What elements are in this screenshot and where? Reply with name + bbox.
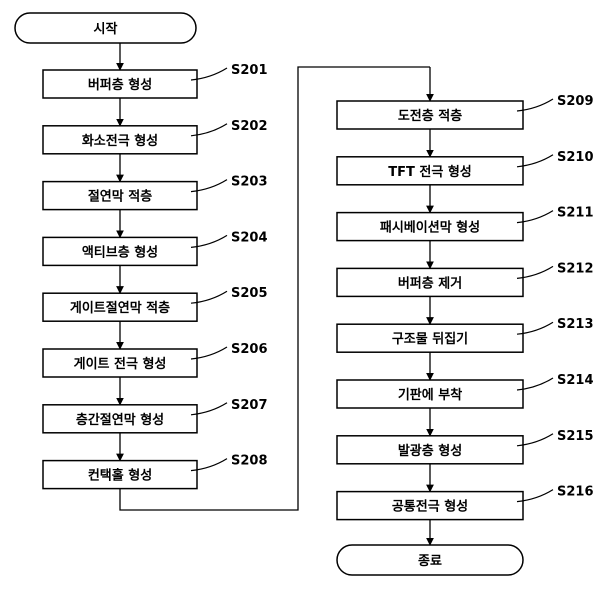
process-label: 화소전극 형성: [82, 133, 158, 149]
process-box-s211: 패시베이션막 형성 S211: [337, 206, 594, 241]
process-label: 버퍼층 제거: [398, 275, 462, 291]
process-box-s207: 층간절연막 형성 S207: [43, 398, 268, 433]
step-number-label: S204: [231, 230, 268, 245]
process-box-s208: 컨택홀 형성 S208: [43, 454, 268, 489]
step-number-label: S213: [557, 317, 594, 332]
process-box-s214: 기판에 부착 S214: [337, 373, 594, 408]
step-number-label: S208: [231, 454, 268, 469]
process-label: 공통전극 형성: [392, 499, 468, 515]
step-number-label: S207: [231, 398, 268, 413]
process-label: 게이트절연막 적층: [70, 300, 170, 316]
step-number-label: S206: [231, 342, 268, 357]
step-number-label: S203: [231, 175, 268, 190]
process-label: 기판에 부착: [398, 387, 462, 403]
step-number-label: S201: [231, 63, 268, 78]
process-label: 도전층 적층: [398, 108, 462, 124]
process-label: 게이트 전극 형성: [74, 356, 167, 372]
process-label: 발광층 형성: [398, 443, 462, 459]
step-number-label: S210: [557, 150, 594, 165]
process-box-s201: 버퍼층 형성 S201: [43, 63, 268, 98]
step-number-label: S214: [557, 373, 594, 388]
process-box-s215: 발광층 형성 S215: [337, 429, 594, 464]
nodes: 시작버퍼층 형성 S201 화소전극 형성 S202 절연막 적층 S203 액티브층 형성…: [15, 13, 594, 575]
end-terminal-label: 종료: [418, 554, 442, 569]
process-label: 구조물 뒤집기: [392, 332, 468, 347]
process-label: 절연막 적층: [88, 189, 152, 205]
process-label: 패시베이션막 형성: [380, 220, 480, 236]
process-box-s213: 구조물 뒤집기 S213: [337, 317, 594, 352]
process-box-s204: 액티브층 형성 S204: [43, 230, 268, 265]
end-terminal: 종료: [337, 545, 523, 575]
process-label: 층간절연막 형성: [76, 412, 164, 428]
process-label: TFT 전극 형성: [388, 164, 472, 180]
process-box-s216: 공통전극 형성 S216: [337, 485, 594, 520]
step-number-label: S211: [557, 206, 594, 221]
process-box-s212: 버퍼층 제거 S212: [337, 261, 594, 296]
step-number-label: S215: [557, 429, 594, 444]
process-box-s205: 게이트절연막 적층 S205: [43, 286, 268, 321]
step-number-label: S205: [231, 286, 268, 301]
step-number-label: S216: [557, 485, 594, 500]
step-number-label: S209: [557, 94, 594, 109]
step-number-label: S212: [557, 261, 594, 276]
step-number-label: S202: [231, 119, 268, 134]
process-label: 버퍼층 형성: [88, 77, 152, 93]
start-terminal: 시작: [15, 13, 196, 43]
process-box-s210: TFT 전극 형성 S210: [337, 150, 594, 185]
process-box-s209: 도전층 적층 S209: [337, 94, 594, 129]
process-box-s206: 게이트 전극 형성 S206: [43, 342, 268, 377]
process-box-s202: 화소전극 형성 S202: [43, 119, 268, 154]
process-label: 액티브층 형성: [82, 244, 158, 260]
process-label: 컨택홀 형성: [88, 468, 152, 484]
start-terminal-label: 시작: [94, 21, 118, 37]
process-box-s203: 절연막 적층 S203: [43, 175, 268, 210]
